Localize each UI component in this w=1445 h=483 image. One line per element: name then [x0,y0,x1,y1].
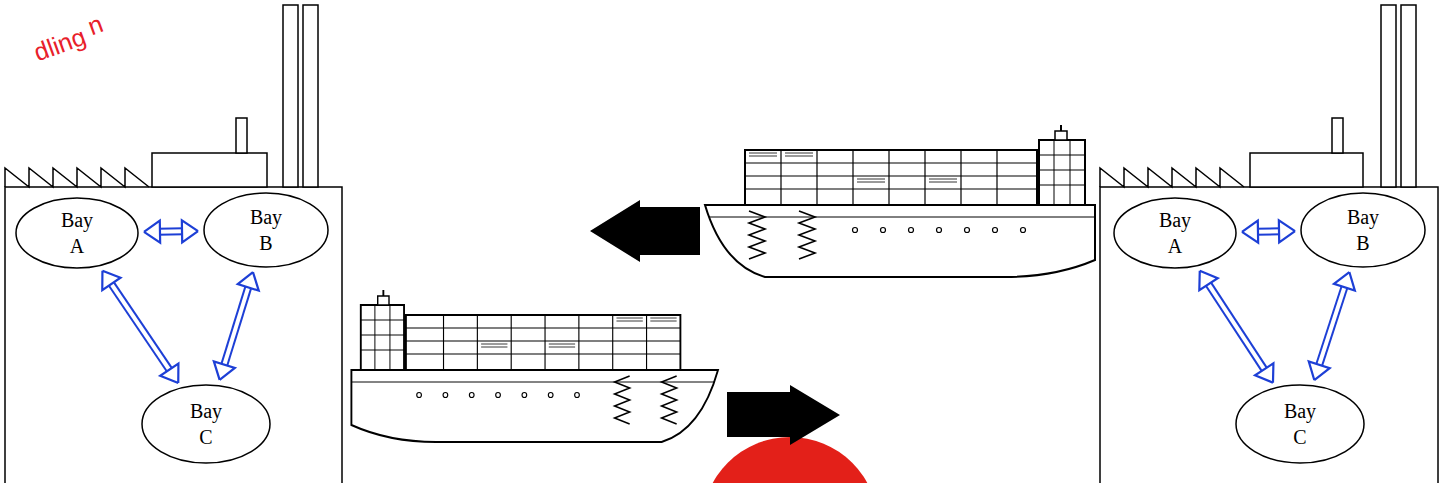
bay-name: Bay B [243,204,289,256]
ellipse [1114,198,1236,268]
double-arrow [214,272,259,380]
arrow-shaft [1207,283,1265,371]
double-arrow [102,271,178,383]
arrow-head [1242,221,1258,243]
ship-top [705,125,1095,277]
arrow-head [144,221,160,243]
arrow-head [182,220,198,242]
arrow-head [238,272,259,291]
ellipse-outline [1113,197,1237,269]
bay-name: Bay B [1340,204,1386,256]
arrow-shaft-inner [224,286,249,367]
arrow-shaft-inner [158,229,184,233]
direction-arrow [590,200,700,262]
ellipse-outline [203,192,329,268]
double-arrow [144,220,198,242]
arrow-head [1334,272,1355,291]
direction-arrow [727,385,840,445]
arrow-shaft [1319,285,1345,366]
arrow-shaft [224,286,249,367]
ellipse [142,385,270,463]
bay-ellipse: Bay B [1300,192,1426,268]
arrow-head [1199,271,1217,290]
arrow-head [102,271,120,290]
arrow-shaft [1256,227,1281,235]
bay-ellipse: Bay C [141,384,271,464]
arrow-shaft-inner [1319,285,1345,366]
bay-ellipse: Bay A [1113,197,1237,269]
arrow-head [1279,220,1295,242]
ship-bottom [351,290,718,442]
arrow-shaft-inner [110,282,170,371]
bay-name: Bay C [1277,398,1323,450]
arrow-shaft [158,227,184,235]
bay-name: Bay C [183,398,229,450]
arrow-shaft-inner [1207,283,1265,371]
heading-fragment: dling [30,22,90,67]
bay-name: Bay A [1152,207,1198,259]
factory-left [5,5,342,483]
double-arrow [1309,272,1355,380]
factory-right [1100,5,1438,483]
heading-fragment: n [84,9,107,41]
arrow-head [214,361,235,380]
ellipse [204,193,328,267]
double-arrow [1242,220,1295,242]
bay-ellipse: Bay A [15,197,139,269]
bay-ellipse: Bay C [1235,384,1365,464]
ellipse-outline [1235,384,1365,464]
ellipse [16,198,138,268]
bay-ellipse: Bay B [203,192,329,268]
bay-name: Bay A [54,207,100,259]
ellipse-outline [15,197,139,269]
double-arrow [1199,271,1273,383]
arrow-head [1309,361,1330,380]
arrow-shaft [110,282,170,371]
arrow-head [160,364,178,383]
ellipse [1236,385,1364,463]
ellipse-outline [1300,192,1426,268]
arrow-shaft-inner [1256,229,1281,233]
ellipse-outline [141,384,271,464]
ellipse [1301,193,1425,267]
arrow-head [1255,363,1273,382]
